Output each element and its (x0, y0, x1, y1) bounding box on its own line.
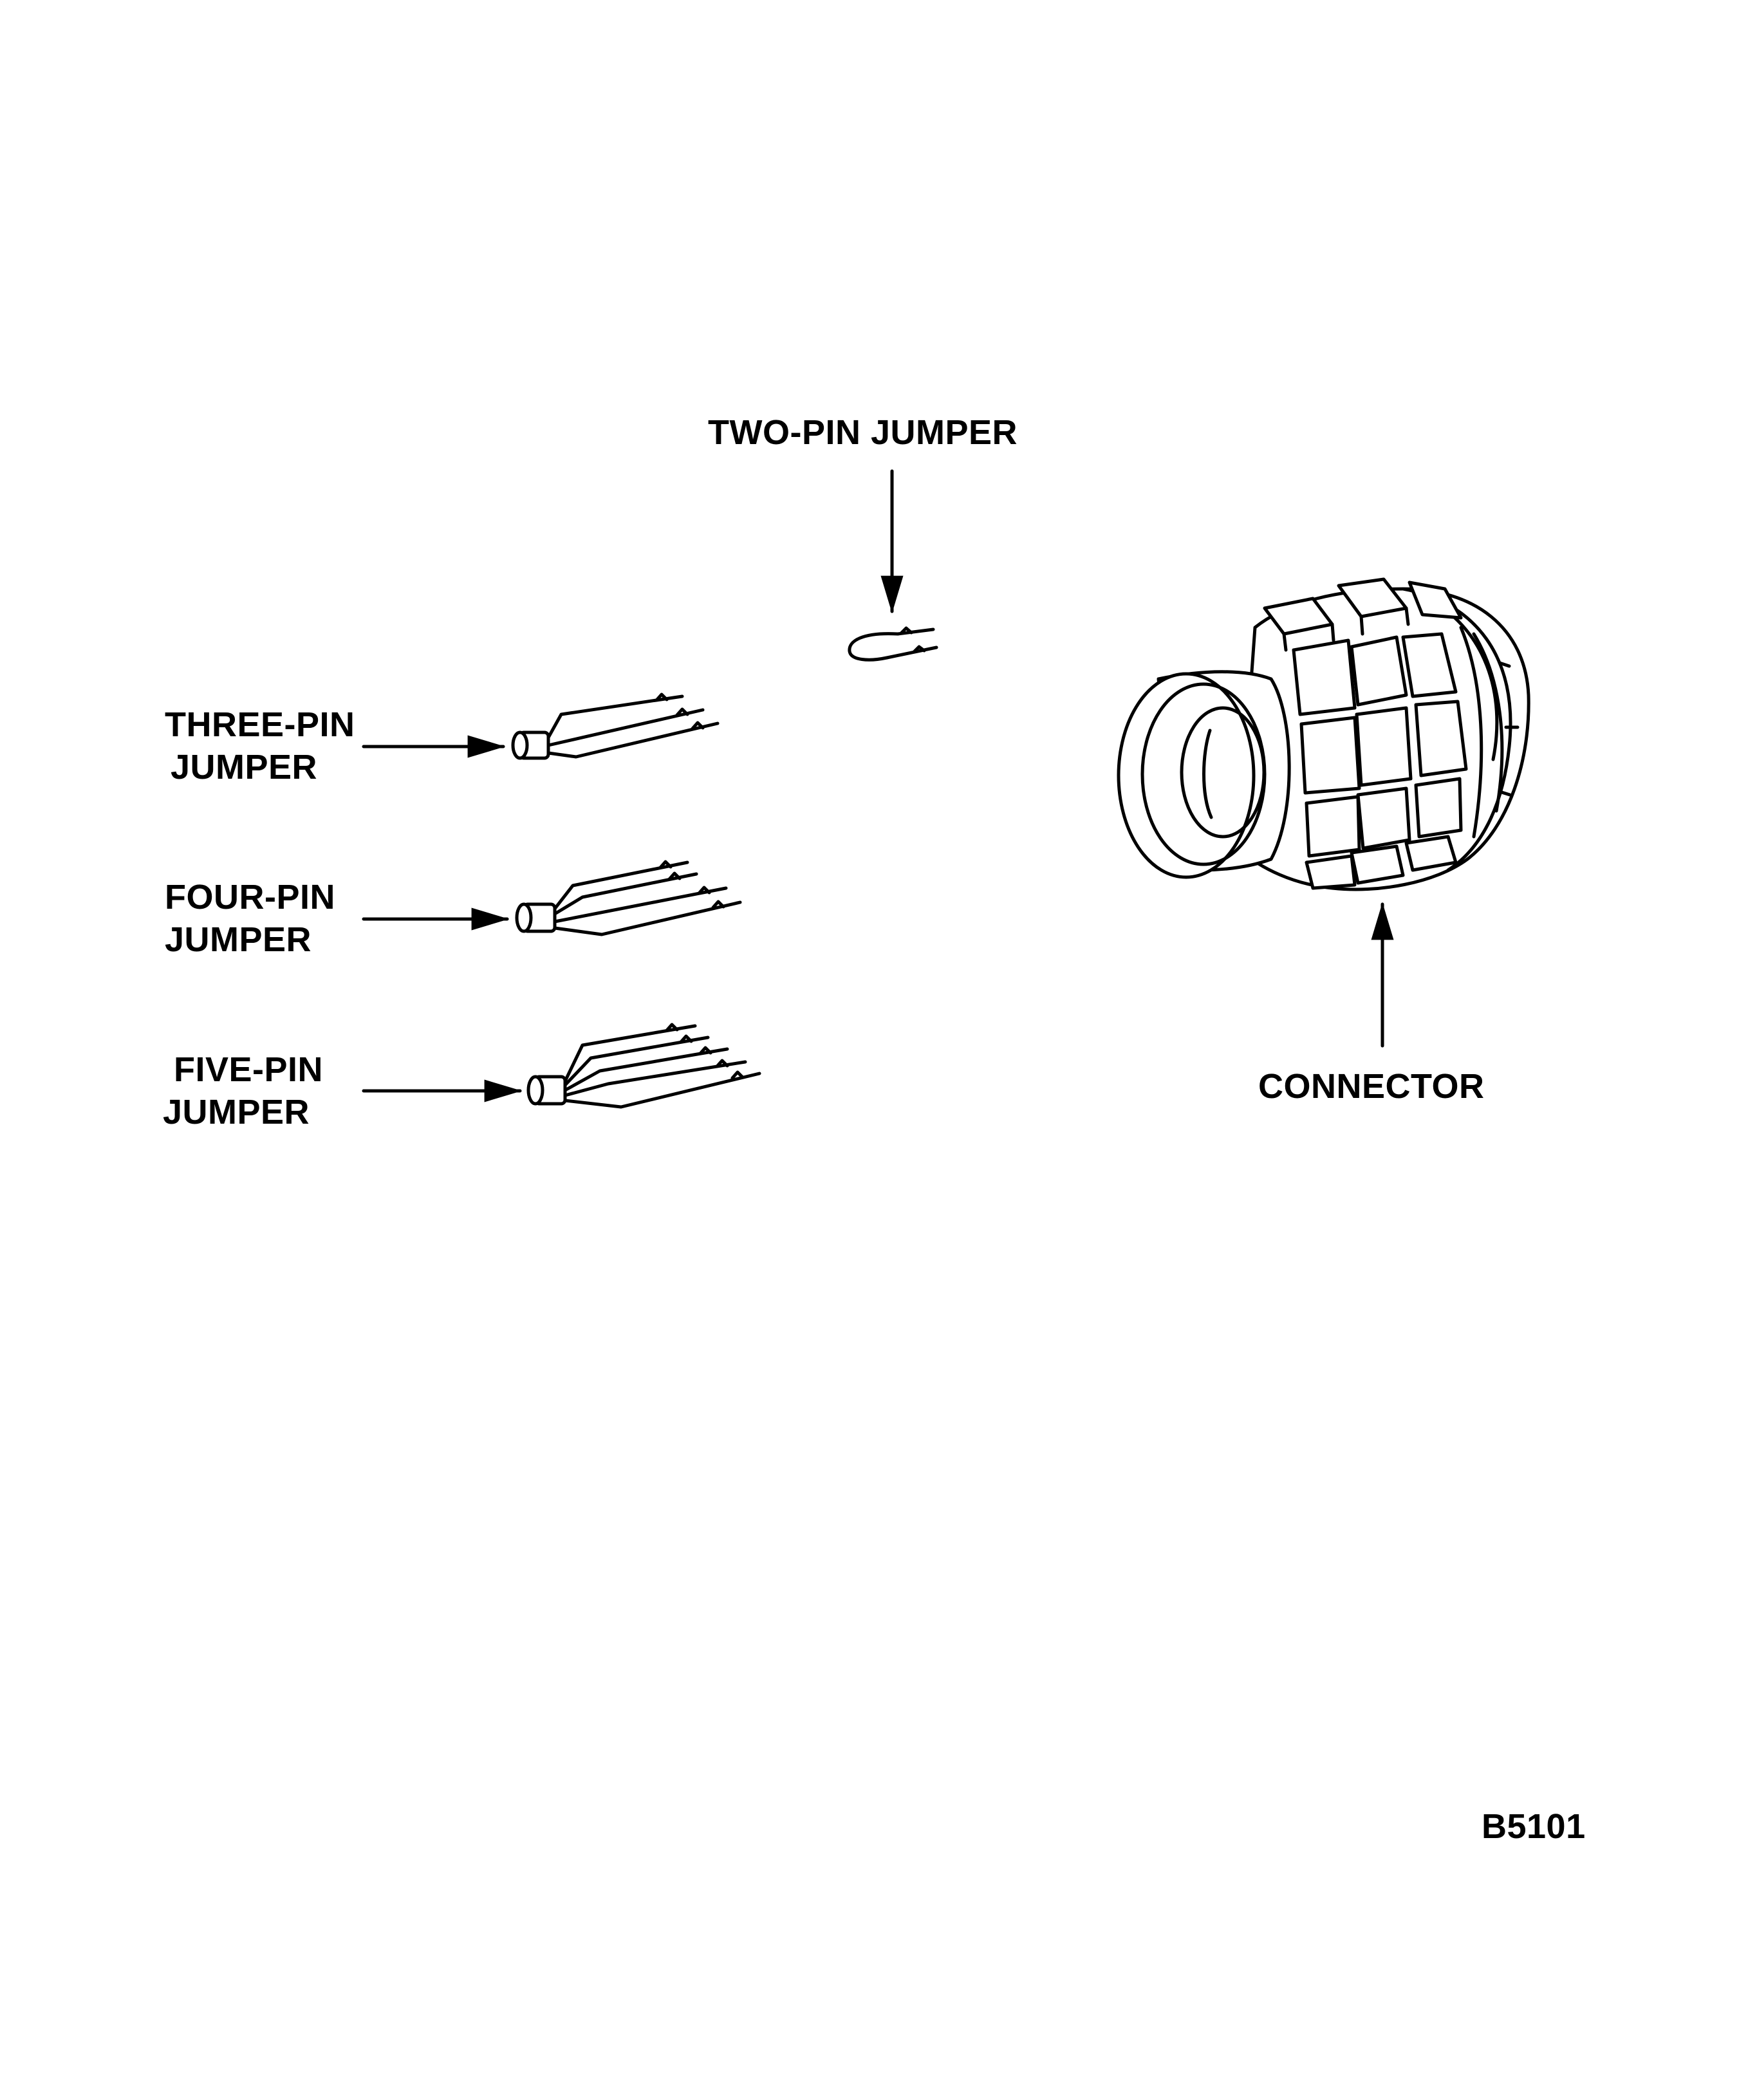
three-pin-jumper-label-line2: JUMPER (171, 748, 318, 786)
four-pin-jumper-label-line2: JUMPER (165, 920, 312, 959)
three-pin-jumper-label-line1: THREE-PIN (165, 705, 355, 744)
five-pin-jumper-label-line2: JUMPER (163, 1093, 310, 1131)
two-pin-jumper-label: TWO-PIN JUMPER (708, 413, 1018, 452)
two-pin-jumper-icon (848, 626, 938, 662)
five-pin-jumper-label-line1: FIVE-PIN (174, 1050, 324, 1089)
connector-icon (1117, 577, 1530, 891)
four-pin-jumper-icon (515, 860, 742, 936)
figure-code: B5101 (1482, 1807, 1586, 1846)
connector-label: CONNECTOR (1258, 1067, 1485, 1106)
four-pin-jumper-label-line1: FOUR-PIN (165, 878, 335, 916)
three-pin-jumper-icon (511, 692, 720, 760)
five-pin-jumper-icon (526, 1023, 761, 1109)
